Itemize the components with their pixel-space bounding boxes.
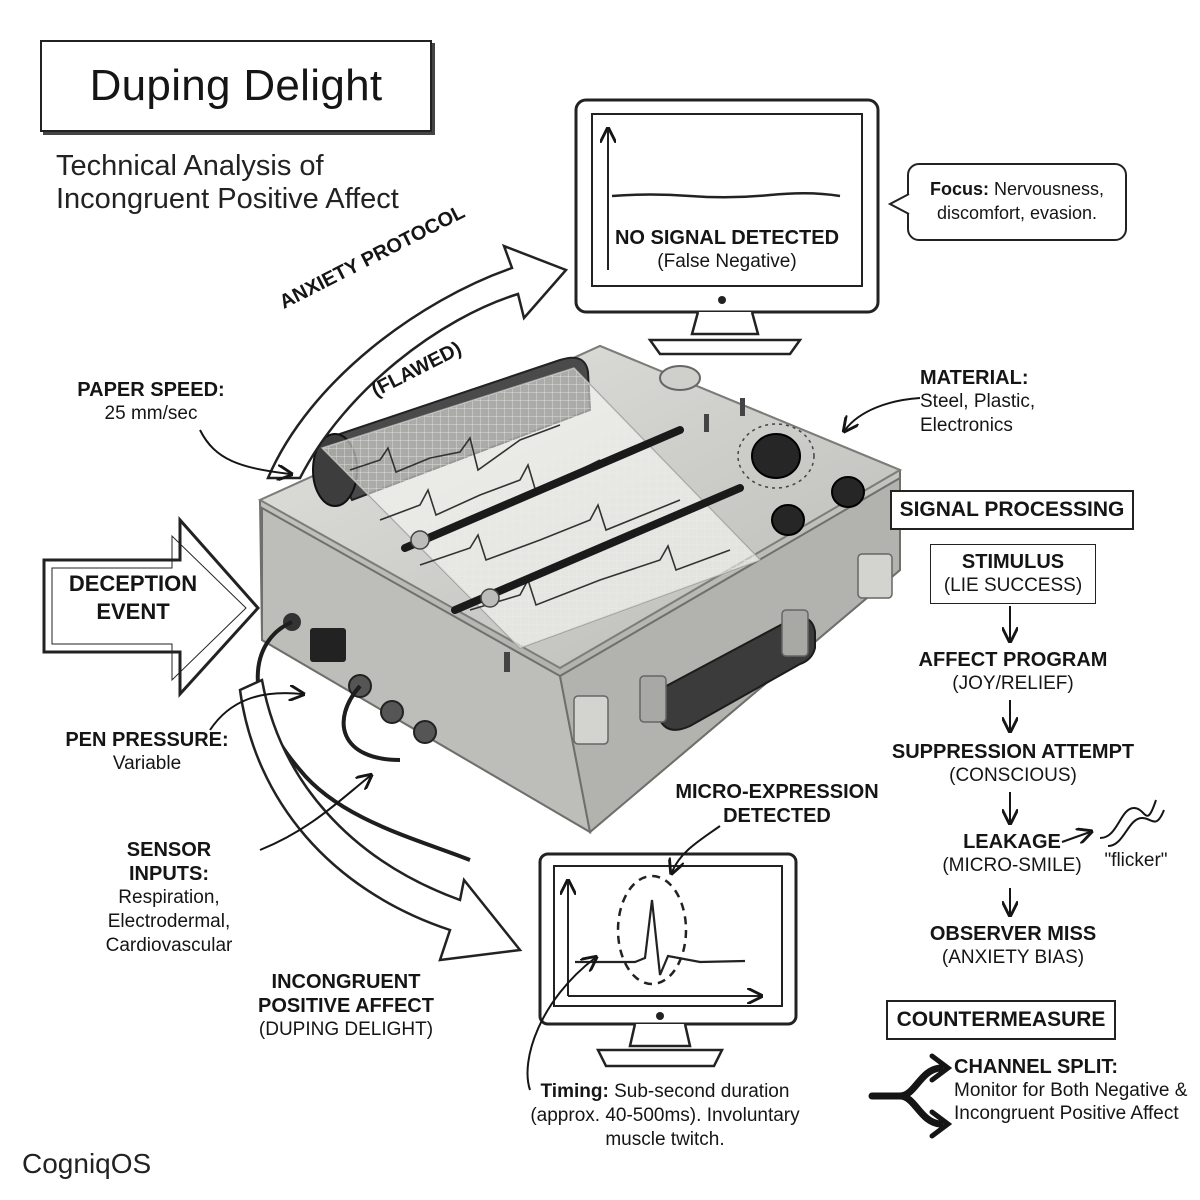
timing-annotation: Timing: Sub-second duration (approx. 40-…	[530, 1080, 800, 1152]
flow-step-title: AFFECT PROGRAM	[918, 649, 1108, 671]
material-annotation: MATERIAL: Steel, Plastic, Electronics	[920, 366, 1080, 438]
duping-delight-label: (DUPING DELIGHT)	[258, 1019, 434, 1040]
anxiety-protocol-arrow	[266, 243, 569, 480]
top-monitor-text: NO SIGNAL DETECTED (False Negative)	[596, 226, 858, 274]
polygraph-machine	[255, 344, 903, 862]
top-monitor	[574, 98, 880, 356]
timing-label: Timing:	[540, 1081, 609, 1102]
channel-split-title: CHANNEL SPLIT:	[954, 1056, 1119, 1078]
sensor-inputs-label: SENSOR INPUTS:	[126, 839, 212, 885]
flow-step-sub: (JOY/RELIEF)	[952, 673, 1074, 694]
flow-step-sub: (LIE SUCCESS)	[943, 575, 1083, 596]
pen-pressure-annotation: PEN PRESSURE: Variable	[62, 728, 232, 776]
flow-step-title: OBSERVER MISS	[929, 923, 1097, 945]
countermeasure-heading-text: COUNTERMEASURE	[896, 1008, 1106, 1031]
channel-split-description: Monitor for Both Negative & Incongruent …	[954, 1080, 1188, 1124]
flow-step-suppression: SUPPRESSION ATTEMPT (CONSCIOUS)	[880, 740, 1146, 788]
micro-expression-label: MICRO-EXPRESSION DETECTED	[675, 781, 879, 827]
focus-callout: Focus: Nervousness, discomfort, evasion.	[907, 163, 1127, 241]
paper-speed-value: 25 mm/sec	[104, 403, 198, 424]
paper-speed-annotation: PAPER SPEED: 25 mm/sec	[66, 378, 236, 426]
bottom-monitor	[538, 852, 798, 1068]
paper-speed-label: PAPER SPEED:	[77, 379, 225, 401]
deception-event-arrow	[42, 516, 261, 698]
signal-processing-heading-text: SIGNAL PROCESSING	[899, 498, 1125, 521]
page-title: Duping Delight	[89, 61, 383, 110]
flow-step-stimulus: STIMULUS (LIE SUCCESS)	[930, 544, 1096, 604]
pen-pressure-label: PEN PRESSURE:	[65, 729, 229, 751]
incongruent-annotation: INCONGRUENT POSITIVE AFFECT (DUPING DELI…	[256, 970, 436, 1042]
flow-step-sub: (CONSCIOUS)	[949, 765, 1077, 786]
countermeasure-heading: COUNTERMEASURE	[886, 1000, 1116, 1040]
flow-step-title: SUPPRESSION ATTEMPT	[891, 741, 1135, 763]
callout-pointer	[888, 193, 910, 215]
material-value: Steel, Plastic, Electronics	[920, 391, 1036, 436]
flow-step-title: LEAKAGE	[963, 831, 1061, 853]
flow-step-sub: (ANXIETY BIAS)	[941, 947, 1085, 968]
deception-event-label: DECEPTION EVENT	[68, 571, 198, 624]
flicker-sparkline	[1099, 799, 1165, 847]
focus-text: Nervousness, discomfort, evasion.	[936, 179, 1105, 223]
no-signal-label: NO SIGNAL DETECTED	[614, 227, 840, 249]
signal-processing-heading: SIGNAL PROCESSING	[890, 490, 1134, 530]
focus-label: Focus:	[929, 179, 989, 199]
sensor-inputs-value: Respiration, Electrodermal, Cardiovascul…	[105, 887, 233, 956]
leader-lines	[199, 397, 1090, 1091]
material-label: MATERIAL:	[920, 367, 1029, 389]
flow-step-leakage: LEAKAGE (MICRO-SMILE)	[930, 830, 1094, 878]
incongruent-label: INCONGRUENT POSITIVE AFFECT	[258, 971, 434, 1017]
flow-step-sub: (MICRO-SMILE)	[942, 855, 1082, 876]
flow-step-observer-miss: OBSERVER MISS (ANXIETY BIAS)	[910, 922, 1116, 970]
pen-pressure-value: Variable	[112, 753, 182, 774]
channel-split-text: CHANNEL SPLIT: Monitor for Both Negative…	[954, 1056, 1190, 1125]
title-box: Duping Delight	[40, 40, 432, 132]
flicker-label: "flicker"	[1104, 850, 1168, 871]
channel-split-icon	[868, 1053, 953, 1139]
incongruent-arrow	[238, 678, 523, 962]
flow-step-title: STIMULUS	[961, 551, 1065, 573]
false-negative-label: (False Negative)	[657, 251, 797, 272]
timing-value: Sub-second duration (approx. 40-500ms). …	[530, 1081, 800, 1150]
flow-step-affect-program: AFFECT PROGRAM (JOY/RELIEF)	[900, 648, 1126, 696]
brand-logo: CogniqOS	[22, 1148, 152, 1179]
page-subtitle: Technical Analysis of Incongruent Positi…	[56, 150, 399, 215]
sensor-inputs-annotation: SENSOR INPUTS: Respiration, Electroderma…	[84, 838, 254, 958]
